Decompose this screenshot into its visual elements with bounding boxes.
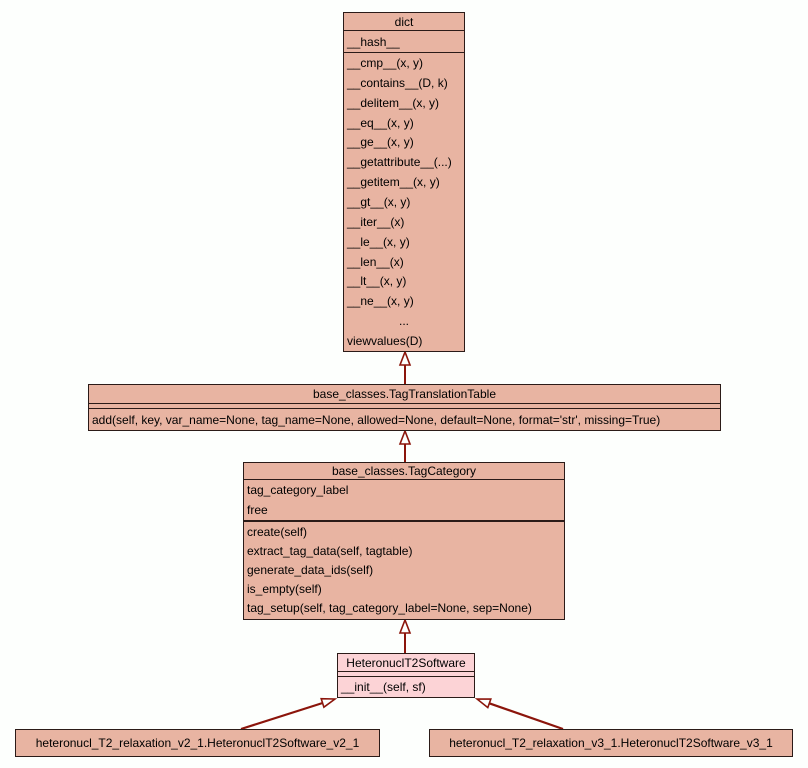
method-row: __ne__(x, y): [347, 294, 414, 309]
ellipsis-row: ...: [398, 314, 409, 329]
method-row: __delitem__(x, y): [347, 95, 440, 110]
method-row: __eq__(x, y): [347, 115, 414, 130]
method-row: __init__(self, sf): [341, 679, 426, 694]
method-row: __cmp__(x, y): [347, 55, 424, 70]
class-box-tag-translation-table[interactable]: base_classes.TagTranslationTable add(sel…: [88, 384, 721, 431]
attribute-row: free: [247, 503, 268, 517]
attribute-row: __hash__: [347, 34, 400, 49]
class-title-tag-category: base_classes.TagCategory: [331, 464, 477, 478]
methods-compartment: __cmp__(x, y) __contains__(D, k) __delit…: [344, 52, 464, 351]
method-row: __ge__(x, y): [347, 135, 414, 150]
methods-compartment: add(self, key, var_name=None, tag_name=N…: [89, 408, 720, 430]
method-row: __len__(x): [347, 254, 404, 269]
inheritance-arrowhead: [398, 617, 412, 634]
method-row: extract_tag_data(self, tagtable): [247, 543, 413, 558]
class-box-tag-category[interactable]: base_classes.TagCategory tag_category_la…: [243, 462, 565, 620]
method-row: __le__(x, y): [347, 234, 410, 249]
method-row: __iter__(x): [347, 214, 405, 229]
attributes-compartment: __hash__: [344, 30, 464, 52]
methods-compartment: __init__(self, sf): [338, 676, 474, 696]
method-row: create(self): [247, 524, 308, 539]
attributes-compartment: [89, 403, 720, 408]
attributes-compartment: [338, 671, 474, 676]
methods-compartment: create(self) extract_tag_data(self, tagt…: [244, 520, 564, 618]
inheritance-edge-v2-software: [240, 701, 323, 731]
attribute-row: tag_category_label: [247, 483, 349, 497]
method-row: __contains__(D, k): [347, 75, 448, 90]
inheritance-arrowhead: [320, 697, 338, 709]
inheritance-edge-v3-software: [488, 702, 564, 731]
class-title-heteronucl-t2-software: HeteronuclT2Software: [346, 655, 466, 670]
method-row: __lt__(x, y): [347, 274, 407, 289]
method-row: tag_setup(self, tag_category_label=None,…: [247, 601, 532, 616]
inheritance-arrowhead: [474, 698, 492, 709]
class-title-dict: dict: [394, 14, 414, 29]
inheritance-arrowhead: [398, 349, 412, 366]
method-row: viewvalues(D): [347, 333, 423, 348]
method-row: is_empty(self): [247, 582, 322, 597]
method-row: add(self, key, var_name=None, tag_name=N…: [92, 412, 661, 427]
method-row: __getattribute__(...): [347, 155, 452, 170]
inheritance-arrowhead: [398, 428, 412, 445]
class-box-v3-1[interactable]: heteronucl_T2_relaxation_v3_1.Heteronucl…: [429, 729, 793, 757]
class-box-heteronucl-t2-software[interactable]: HeteronuclT2Software __init__(self, sf): [337, 653, 475, 698]
class-box-v2-1[interactable]: heteronucl_T2_relaxation_v2_1.Heteronucl…: [15, 729, 380, 757]
method-row: __getitem__(x, y): [347, 175, 440, 190]
class-box-dict[interactable]: dict __hash__ __cmp__(x, y) __contains__…: [343, 12, 465, 352]
method-row: __gt__(x, y): [347, 194, 411, 209]
class-title-v3-1: heteronucl_T2_relaxation_v3_1.Heteronucl…: [449, 736, 773, 750]
attributes-compartment: tag_category_label free: [244, 479, 564, 520]
method-row: generate_data_ids(self): [247, 563, 374, 577]
class-title-tag-translation-table: base_classes.TagTranslationTable: [313, 387, 496, 401]
class-title-v2-1: heteronucl_T2_relaxation_v2_1.Heteronucl…: [35, 736, 360, 750]
